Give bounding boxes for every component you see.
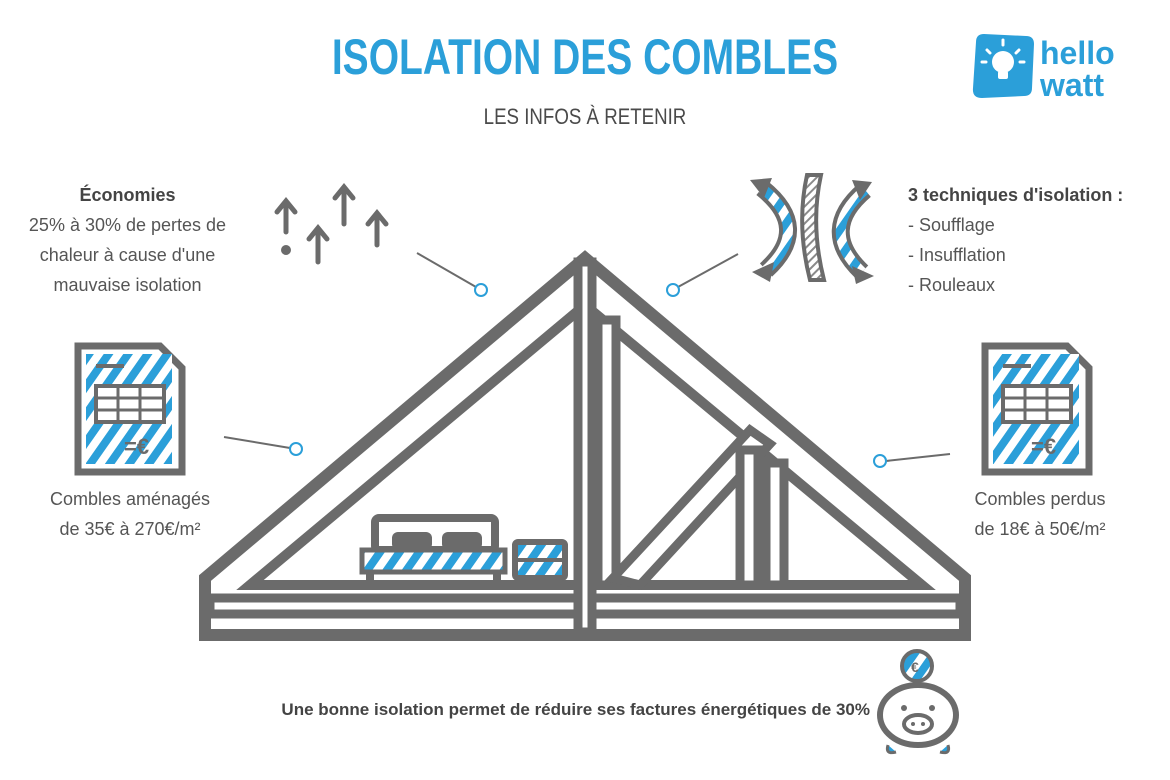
logo[interactable]: hello watt [968, 30, 1138, 110]
techniques-block: 3 techniques d'isolation : - Soufflage -… [908, 180, 1163, 300]
connector-dot-techniques [666, 283, 680, 297]
amenages-block: Combles aménagés de 35€ à 270€/m² [20, 484, 240, 544]
connectors [223, 252, 951, 468]
perdus-label: Combles perdus [974, 489, 1106, 509]
nightstand-icon [512, 539, 568, 586]
amenages-price: de 35€ à 270€/m² [59, 519, 201, 539]
economies-line-1: 25% à 30% de pertes de [28, 215, 227, 235]
lightbulb-icon [972, 34, 1034, 98]
economies-line-2: chaleur à cause d'une [39, 245, 216, 265]
heat-loss-arrows-icon [274, 183, 389, 265]
economies-line-3: mauvaise isolation [53, 275, 202, 295]
amenages-label: Combles aménagés [49, 489, 211, 509]
technique-item-insufflation: - Insufflation [908, 245, 1006, 265]
piggy-bank-icon: € [877, 649, 959, 755]
footer-text: Une bonne isolation permet de réduire se… [281, 700, 870, 719]
connector-dot-perdus [873, 454, 887, 468]
connector-dot-economies [474, 283, 488, 297]
connector-dot-amenages [289, 442, 303, 456]
technique-item-rouleaux: - Rouleaux [908, 275, 996, 295]
economies-title: Économies [79, 185, 176, 205]
technique-item-soufflage: - Soufflage [908, 215, 995, 235]
economies-block: Économies 25% à 30% de pertes de chaleur… [10, 180, 245, 300]
king-post [573, 257, 597, 637]
logo-text-hello: hello [1040, 35, 1115, 71]
invoice-euro-mark-right: =€ [1031, 434, 1056, 459]
logo-text-watt: watt [1040, 67, 1104, 103]
inner-post-left [735, 445, 763, 590]
piggy-coin-euro: € [911, 659, 919, 675]
page-title: ISOLATION DES COMBLES [331, 29, 839, 85]
invoice-icon-left: =€ [74, 342, 186, 476]
bed-icon [359, 514, 508, 584]
vertical-post [593, 315, 621, 590]
truss-beams [205, 257, 965, 637]
diagonal-brace [604, 424, 777, 591]
invoice-icon-right: =€ [981, 342, 1093, 476]
inner-post-right [761, 458, 789, 590]
techniques-title: 3 techniques d'isolation : [908, 185, 1124, 205]
insulation-wall-arrows-icon [750, 173, 874, 284]
page-subtitle: LES INFOS À RETENIR [483, 104, 687, 129]
invoice-euro-mark-left: =€ [124, 434, 149, 459]
perdus-price: de 18€ à 50€/m² [974, 519, 1106, 539]
perdus-block: Combles perdus de 18€ à 50€/m² [930, 484, 1150, 544]
